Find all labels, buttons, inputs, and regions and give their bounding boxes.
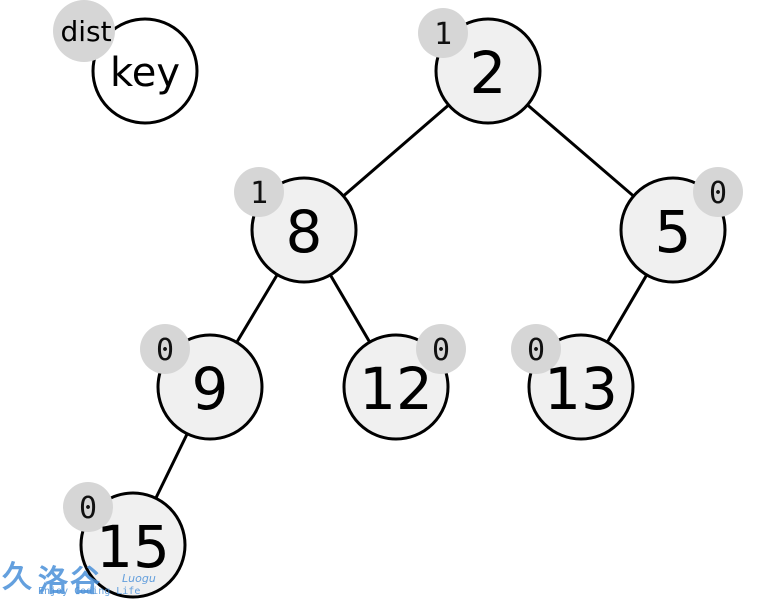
node-key-label: 9 xyxy=(192,355,229,423)
watermark-brand: Luogu xyxy=(122,572,156,585)
dist-badge xyxy=(234,167,284,217)
dist-badge xyxy=(416,324,466,374)
legend-key-label: key xyxy=(110,50,180,96)
node-key-label: 8 xyxy=(286,198,323,266)
tree-node: 12 xyxy=(418,8,542,125)
legend: dist key xyxy=(53,0,199,125)
watermark-slogan: Enjoy Coding Life xyxy=(38,586,141,597)
dist-badge xyxy=(693,167,743,217)
tree-node: 012 xyxy=(342,324,466,441)
node-key-label: 2 xyxy=(470,39,507,107)
dist-badge xyxy=(418,8,468,58)
node-dist-label: 0 xyxy=(527,333,545,368)
node-key-label: 13 xyxy=(544,355,618,423)
dist-badge xyxy=(63,482,113,532)
tree-node: 015 xyxy=(63,482,187,599)
tree-node: 09 xyxy=(140,324,264,441)
edges xyxy=(131,69,675,546)
tree-node: 013 xyxy=(511,324,635,441)
node-dist-label: 0 xyxy=(79,491,97,526)
luogu-logo-icon: 久 xyxy=(2,560,32,595)
dist-badge xyxy=(140,324,190,374)
node-key-label: 15 xyxy=(96,513,170,581)
node-dist-label: 0 xyxy=(432,333,450,368)
legend-dist-badge xyxy=(53,0,115,62)
tree-node: 18 xyxy=(234,167,358,284)
watermark-name: 洛谷 xyxy=(38,564,102,599)
node-dist-label: 1 xyxy=(434,17,452,52)
node-dist-label: 0 xyxy=(709,176,727,211)
tree-node: 05 xyxy=(619,167,743,284)
node-dist-label: 1 xyxy=(250,176,268,211)
node-key-label: 5 xyxy=(655,198,692,266)
dist-badge xyxy=(511,324,561,374)
node-dist-label: 0 xyxy=(156,333,174,368)
legend-dist-label: dist xyxy=(60,15,111,48)
luogu-watermark: 久 洛谷 Luogu Enjoy Coding Life xyxy=(2,552,162,599)
node-key-label: 12 xyxy=(359,355,433,423)
legend-node-circle xyxy=(91,17,199,125)
